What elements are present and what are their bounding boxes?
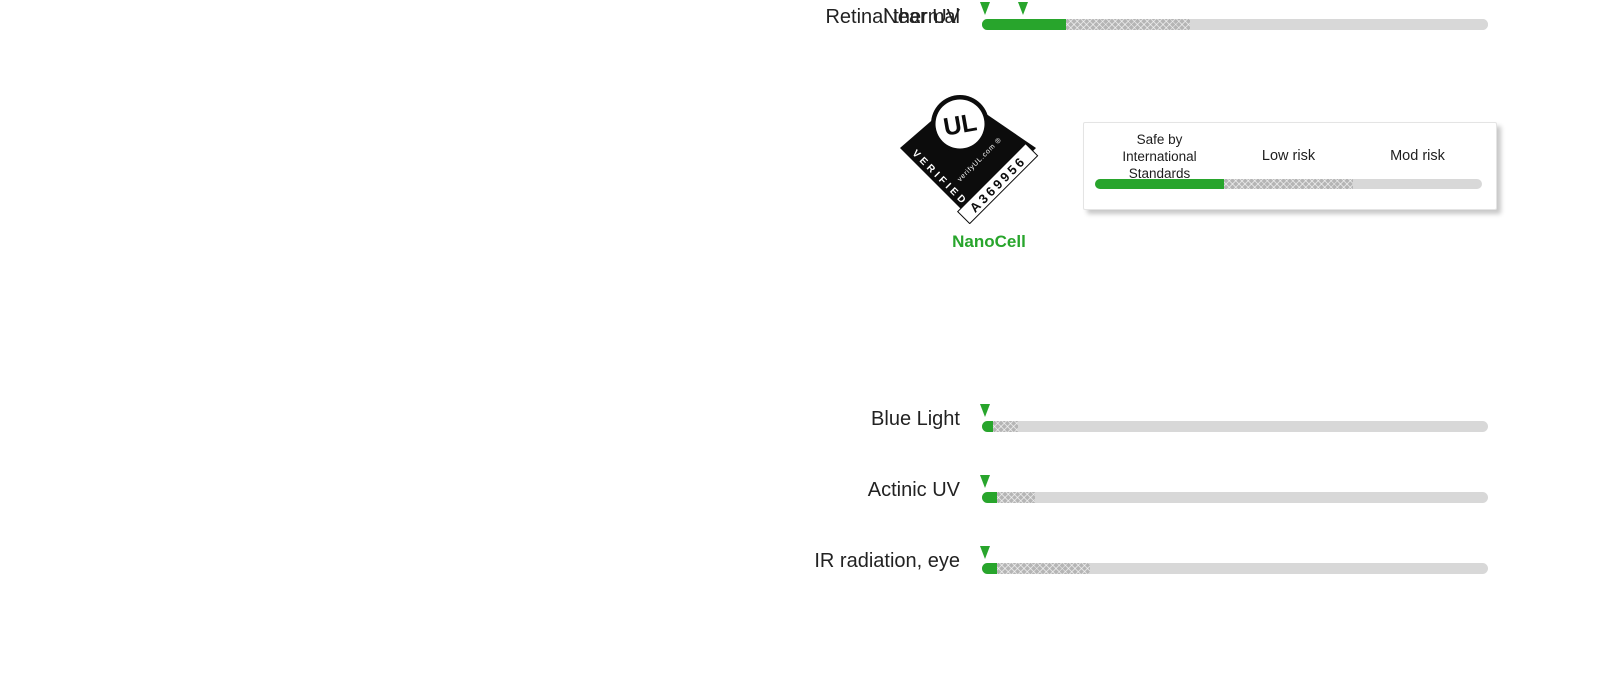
row-label: Actinic UV: [867, 479, 960, 501]
ul-verified-badge-icon: VERIFIED verifyUL.com ® A369956 UL: [900, 95, 1039, 224]
legend-label-low-risk: Low risk: [1261, 148, 1316, 164]
bar-safe-segment: [982, 421, 994, 432]
nanocell-marker-icon: [980, 475, 991, 488]
risk-row: Blue Light: [600, 402, 1488, 436]
row-label: Near UV: [883, 6, 960, 28]
bar-lowrisk-segment: [997, 492, 1036, 503]
risk-bar: [982, 19, 1488, 30]
legend-label-mod-risk: Mod risk: [1390, 148, 1445, 164]
bar-lowrisk-segment: [997, 563, 1090, 574]
nanocell-marker-icon: [980, 404, 991, 417]
legend-labels: Safe by International Standards Low risk…: [1095, 131, 1482, 182]
risk-row: Actinic UV: [600, 473, 1488, 507]
nanocell-marker-icon: [1017, 2, 1028, 15]
bar-safe-segment: [982, 563, 998, 574]
row-label: Blue Light: [871, 408, 960, 430]
row-label: IR radiation, eye: [814, 550, 960, 572]
ul-logo-text: UL: [941, 108, 979, 141]
bar-area: [980, 544, 1488, 578]
nanocell-marker-icon: [980, 2, 991, 15]
bar-area: [980, 402, 1488, 436]
risk-bar: [982, 421, 1488, 432]
nanocell-marker-icon: [980, 546, 991, 559]
row-label: Retinal thermal: [825, 6, 960, 28]
risk-row: IR radiation, eye: [600, 544, 1488, 578]
risk-bar: [982, 563, 1488, 574]
risk-bar: [982, 492, 1488, 503]
bar-area: [982, 0, 1488, 34]
legend-safe-segment: [1095, 179, 1225, 189]
legend-label-safe-line2: International Standards: [1122, 148, 1197, 181]
bar-lowrisk-segment: [993, 421, 1018, 432]
bar-lowrisk-segment: [1065, 19, 1190, 30]
legend-bar: [1095, 179, 1482, 189]
bar-area: [980, 473, 1488, 507]
ul-circle-inner: [935, 99, 985, 149]
legend-card: Safe by International Standards Low risk…: [1083, 122, 1497, 210]
legend-label-safe-line1: Safe by: [1136, 131, 1183, 147]
legend-lowrisk-segment: [1224, 179, 1354, 189]
risk-row: Near UV: [600, 0, 1488, 34]
legend-label-safe: Safe by International Standards: [1095, 131, 1224, 182]
series-label: NanoCell: [952, 232, 1026, 251]
bar-safe-segment: [982, 492, 998, 503]
bar-safe-segment: [982, 19, 1066, 30]
